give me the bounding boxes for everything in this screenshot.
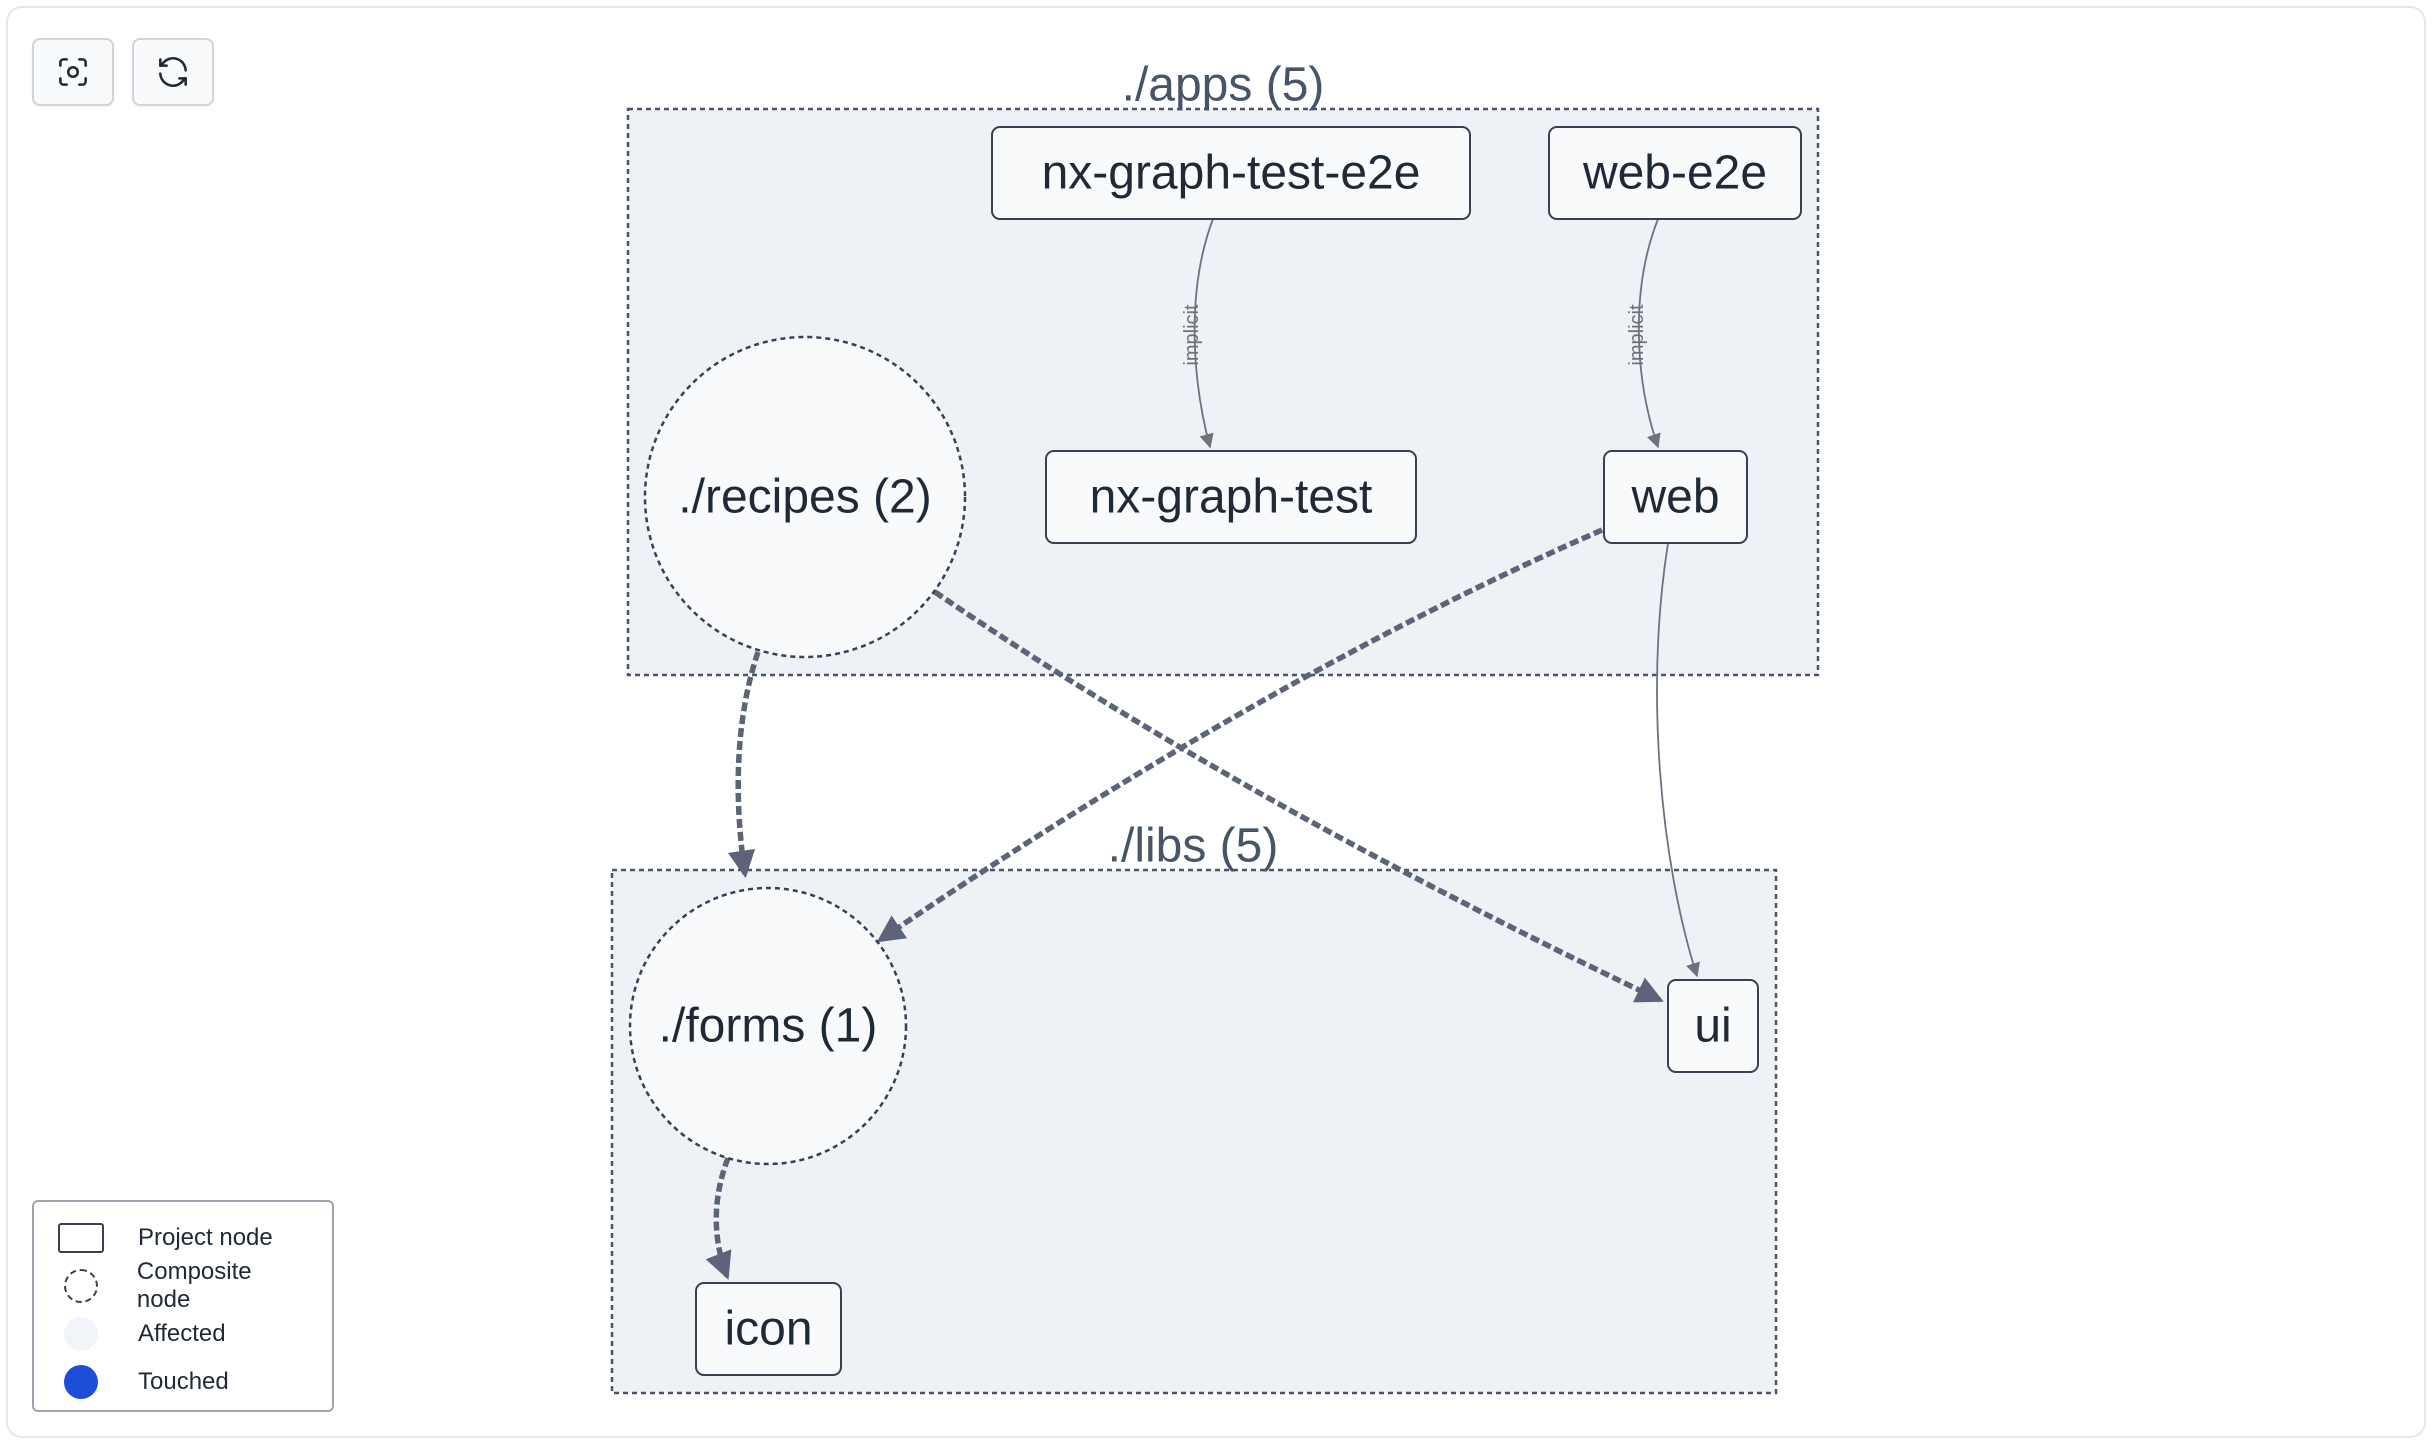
touched-swatch: [64, 1365, 98, 1399]
node-label: nx-graph-test: [1090, 471, 1373, 524]
edge-recipes-to-forms[interactable]: [727, 651, 761, 879]
edge-label: implicit: [1181, 304, 1203, 366]
node-web-e2e[interactable]: web-e2e: [1548, 126, 1802, 220]
node-label: nx-graph-test-e2e: [1042, 147, 1421, 200]
focus-icon: [59, 58, 87, 86]
fit-to-screen-button[interactable]: [32, 38, 114, 106]
node-label: ./recipes (2): [678, 471, 931, 524]
node-label: web-e2e: [1582, 147, 1767, 200]
project-node-swatch: [58, 1223, 104, 1253]
legend-label: Affected: [138, 1320, 226, 1347]
node-icon[interactable]: icon: [695, 1282, 842, 1376]
edge-web-to-ui[interactable]: [1656, 542, 1700, 978]
legend-label: Touched: [138, 1368, 229, 1395]
edge-label: implicit: [1626, 304, 1648, 366]
group-label: ./libs (5): [1108, 820, 1279, 873]
node-forms[interactable]: ./forms (1): [628, 886, 908, 1166]
legend-item-affected: Affected: [58, 1310, 308, 1358]
reset-layout-button[interactable]: [132, 38, 214, 106]
node-label: ui: [1694, 1000, 1731, 1053]
node-label: icon: [724, 1303, 812, 1356]
legend-label: Project node: [138, 1224, 273, 1251]
affected-swatch: [64, 1317, 98, 1351]
node-ui[interactable]: ui: [1667, 979, 1759, 1073]
edge-recipes-to-ui[interactable]: [933, 589, 1664, 1003]
project-node-shape: [1045, 450, 1417, 544]
node-label: ./forms (1): [659, 1000, 878, 1053]
group-label: ./apps (5): [1122, 59, 1325, 112]
composite-node-shape: [628, 886, 908, 1166]
legend-item-composite: Composite node: [58, 1258, 308, 1313]
node-web[interactable]: web: [1603, 450, 1748, 544]
composite-node-swatch: [64, 1269, 98, 1303]
project-node-shape: [1667, 979, 1759, 1073]
project-node-shape: [695, 1282, 842, 1376]
graph-frame: [6, 6, 2426, 1438]
legend-item-project: Project node: [58, 1214, 308, 1262]
edge-forms-to-icon[interactable]: [705, 1157, 732, 1280]
node-recipes[interactable]: ./recipes (2): [643, 335, 967, 659]
legend: Project node Composite node Affected Tou…: [32, 1200, 334, 1412]
project-node-shape: [1548, 126, 1802, 220]
edge-web-to-forms[interactable]: [876, 527, 1604, 943]
composite-node-shape: [643, 335, 967, 659]
refresh-icon: [159, 57, 187, 87]
node-nx-graph-test-e2e[interactable]: nx-graph-test-e2e: [991, 126, 1471, 220]
node-nx-graph-test[interactable]: nx-graph-test: [1045, 450, 1417, 544]
edge-webe2e-to-web[interactable]: [1637, 218, 1661, 449]
project-node-shape: [1603, 450, 1748, 544]
legend-item-touched: Touched: [58, 1358, 308, 1406]
project-node-shape: [991, 126, 1471, 220]
legend-label: Composite node: [136, 1258, 252, 1313]
edge-e2e-to-nxgraphtest[interactable]: [1193, 218, 1214, 449]
node-label: web: [1630, 471, 1719, 524]
